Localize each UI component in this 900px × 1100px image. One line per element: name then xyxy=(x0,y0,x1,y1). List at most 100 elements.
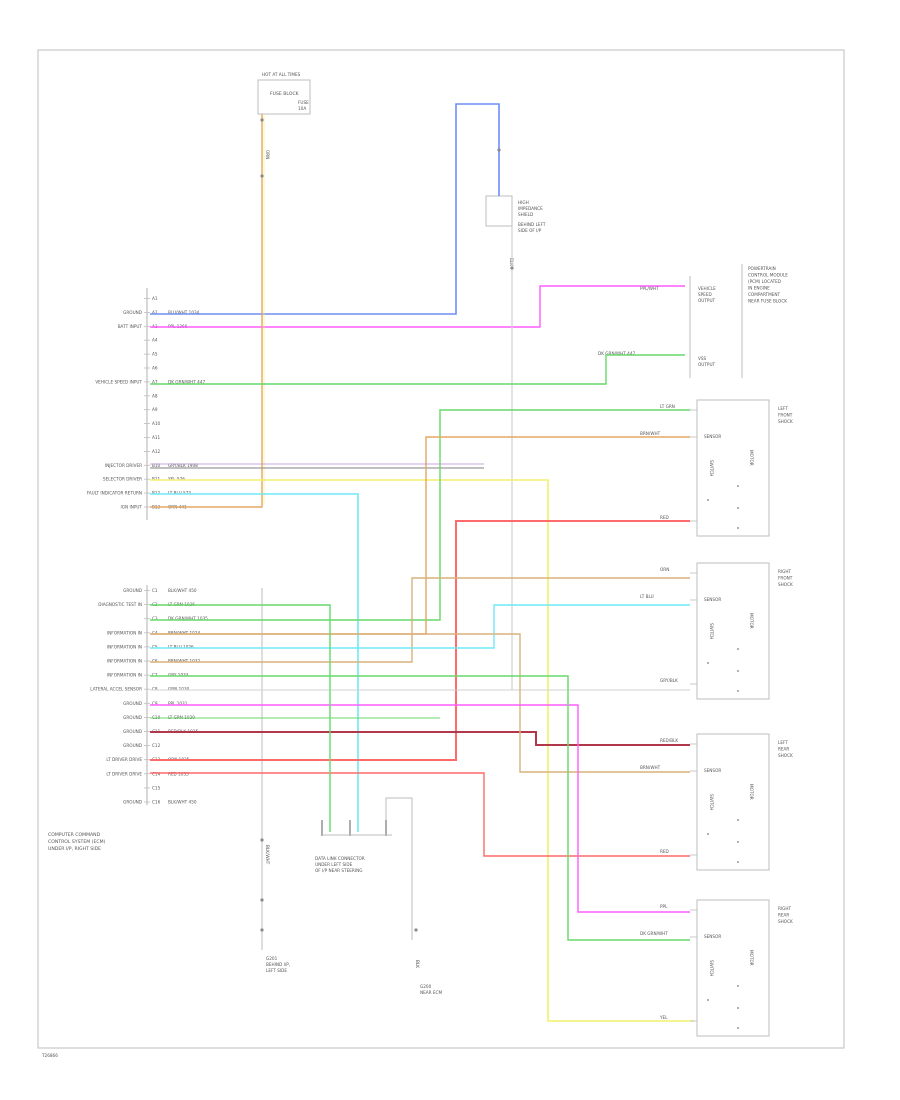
wire-lr-redblk xyxy=(150,731,690,746)
shield-line-1: HIGH xyxy=(518,200,529,205)
fuse-tag: HOT AT ALL TIMES xyxy=(262,72,301,77)
g200-wire: BLK xyxy=(415,960,420,968)
sensor-name: RIGHT xyxy=(778,906,792,911)
pcm-pin-b-wire: DK GRN/WHT 447 xyxy=(598,351,636,356)
ecm-pin-wire: GRN 1030 xyxy=(168,687,190,692)
ecm-title-3: UNDER I/P, RIGHT SIDE xyxy=(48,846,101,852)
ecm-pin-wire: PPL 1031 xyxy=(168,701,188,706)
sensor-wire-3: YEL xyxy=(659,1015,668,1020)
ecm-pin-number: A5 xyxy=(152,352,158,357)
ecm-pin-number: A8 xyxy=(152,393,158,398)
ecm-pin-number: A7 xyxy=(152,379,158,384)
dlc-line-1: DATA LINK CONNECTOR xyxy=(315,856,365,861)
ecm-title-1: COMPUTER COMMAND xyxy=(48,832,101,838)
sensor-inner-3: MOTOR xyxy=(749,950,754,966)
wire-dlc-gray xyxy=(385,797,413,940)
g201-text-1: G201 xyxy=(266,956,278,961)
sensor-inner-3: MOTOR xyxy=(749,450,754,466)
g201-wire: BLK/WHT xyxy=(265,845,270,865)
sensor-inner-2: SWITCH xyxy=(709,794,714,810)
shield-line-2: IMPEDANCE xyxy=(518,206,543,211)
fuse-wire-label: ORN xyxy=(265,150,270,159)
sensor-name: SHOCK xyxy=(778,919,793,924)
sensor-wire-3: GRY/BLK xyxy=(660,678,678,683)
ecm-pin-number: A4 xyxy=(152,338,158,343)
pcm-line: COMPARTMENT xyxy=(748,292,781,297)
ecm-pin-label: BATT INPUT xyxy=(118,324,143,329)
ecm-pin-wire: DK GRN/WHT 447 xyxy=(168,379,206,384)
wire-yellow xyxy=(150,479,694,1022)
sensor-name: SHOCK xyxy=(778,582,793,587)
ecm-pin-wire: LT BLU 573 xyxy=(168,491,191,496)
pcm-pin-a-text-3: OUTPUT xyxy=(698,298,716,303)
ecm-pin-number: B10 xyxy=(152,463,161,468)
ecm-pin-wire: DK GRN/WHT 1035 xyxy=(168,616,208,621)
sensor-inner-1: SENSOR xyxy=(704,597,721,602)
ecm-pin-label: LT DRIVER DRIVE xyxy=(106,771,142,776)
ecm-pin-label: LATERAL ACCEL SENSOR xyxy=(90,687,142,692)
wire-lf-red xyxy=(150,520,690,761)
wire-lr-red xyxy=(150,772,690,857)
footer-code: T26866 xyxy=(41,1053,58,1058)
ecm-pin-number: C1 xyxy=(152,588,158,593)
ecm-pin-number: A6 xyxy=(152,366,158,371)
pcm-pin-b-text-1: VSS xyxy=(698,356,707,361)
sensor-inner-3: MOTOR xyxy=(749,613,754,629)
shock-sensors: LT GRNBRN/WHTREDSENSORSWITCHMOTORLEFTFRO… xyxy=(640,399,793,1037)
wire-lr-brn xyxy=(150,633,690,773)
ecm-pin-number: A9 xyxy=(152,407,158,412)
sensor-name: SHOCK xyxy=(778,753,793,758)
ecm-pin-wire: LT BLU 1026 xyxy=(168,644,194,649)
sensor-name: FRONT xyxy=(778,413,793,418)
sensor-name: SHOCK xyxy=(778,419,793,424)
ecm-pin-number: A10 xyxy=(152,421,161,426)
ecm-pin-label: FAULT INDICATOR RETURN xyxy=(87,491,142,496)
pcm-line: IN ENGINE xyxy=(748,286,770,291)
pcm-line: POWERTRAIN xyxy=(748,266,776,271)
wire-blue xyxy=(150,103,500,315)
wire-cyan-fault xyxy=(150,493,359,832)
ecm-pin-number: C8 xyxy=(152,687,158,692)
data-link-connector: DATA LINK CONNECTOR UNDER LEFT SIDE OF I… xyxy=(315,834,392,873)
ecm-pin-wire: RED 1035 xyxy=(168,771,189,776)
pcm-pin-a-text-2: SPEED xyxy=(698,292,712,297)
sensor-wire-2: BRN/WHT xyxy=(640,765,661,770)
pcm-pin-a-wire: PPL/WHT xyxy=(640,286,659,291)
sensor-inner-2: SWITCH xyxy=(709,460,714,476)
ecm-pin-number: C7 xyxy=(152,673,158,678)
shield-junction: HIGH IMPEDANCE SHIELD BEHIND LEFT SIDE O… xyxy=(485,195,546,266)
sensor-lr: RED/BLKBRN/WHTREDSENSORSWITCHMOTORLEFTRE… xyxy=(640,733,793,871)
sensor-name: RIGHT xyxy=(778,569,792,574)
dlc-line-2: UNDER LEFT SIDE xyxy=(315,862,353,867)
wire-lf-ltgrn xyxy=(150,409,690,621)
sensor-lf: LT GRNBRN/WHTREDSENSORSWITCHMOTORLEFTFRO… xyxy=(640,399,793,537)
sensor-wire-2: LT BLU xyxy=(640,594,654,599)
ecm-pin-number: A12 xyxy=(152,449,161,454)
sensor-name: REAR xyxy=(778,913,789,918)
shield-line-3: SHIELD xyxy=(518,212,533,217)
wire-rf-orn xyxy=(150,577,690,663)
sensor-inner-3: MOTOR xyxy=(749,784,754,800)
wire-harness xyxy=(150,103,694,1022)
sensor-wire-1: PPL xyxy=(660,904,668,909)
pcm-line: (PCM) LOCATED xyxy=(748,279,781,284)
sensor-inner-2: SWITCH xyxy=(709,960,714,976)
ground-g200: BLK G200 NEAR ECM xyxy=(415,960,442,995)
sensor-wire-3: RED xyxy=(660,515,669,520)
g200-text-1: G200 xyxy=(420,984,432,989)
ecm-pin-wire: GRY 1033 xyxy=(168,673,189,678)
wire-fuse-orange xyxy=(150,114,263,508)
shield-sub-2: SIDE OF I/P xyxy=(518,228,542,233)
fuse-sub-1: FUSE xyxy=(298,100,309,105)
ecm-pin-wire: LT GRN 1029 xyxy=(168,715,195,720)
ecm-pin-label: SELECTOR DRIVER xyxy=(103,477,142,482)
pcm-line: NEAR FUSE BLOCK xyxy=(748,299,787,304)
g200-text-2: NEAR ECM xyxy=(420,990,442,995)
sensor-wire-2: BRN/WHT xyxy=(640,431,661,436)
ecm-pin-label: GROUND xyxy=(123,729,142,734)
ecm-pin-label: GROUND xyxy=(123,310,142,315)
ecm-pin-label: GROUND xyxy=(123,701,142,706)
ecm-pin-label: LT DRIVER DRIVE xyxy=(106,757,142,762)
